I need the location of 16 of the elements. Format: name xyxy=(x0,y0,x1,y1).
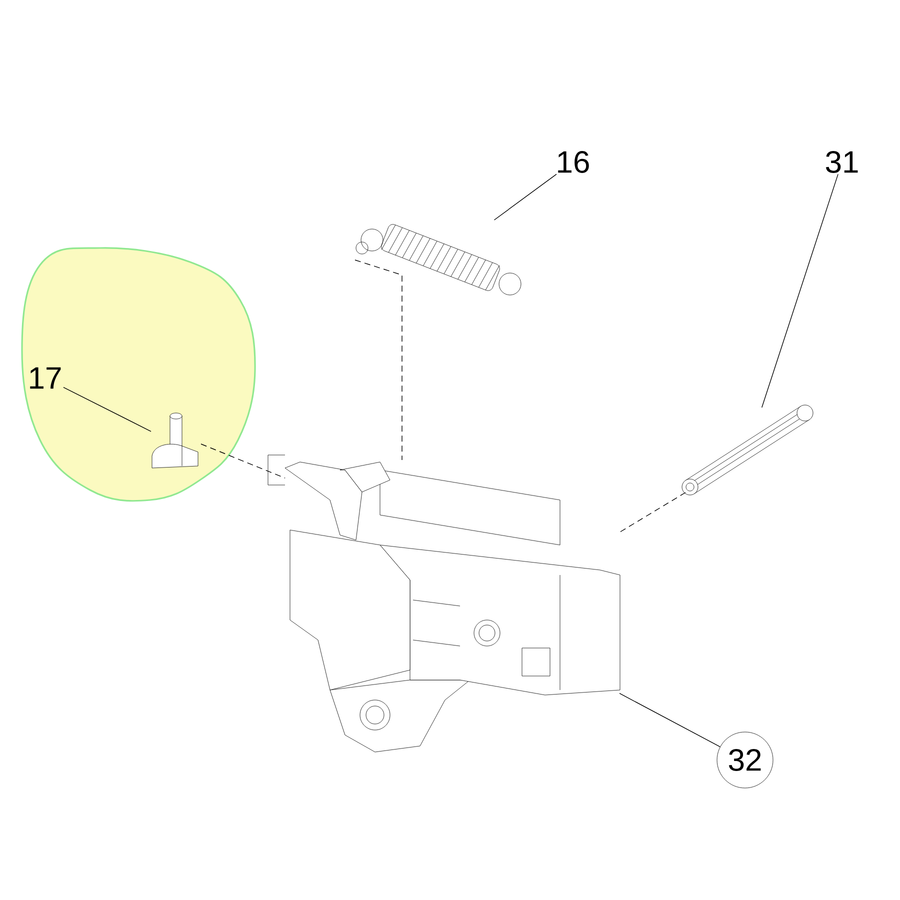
leader-line xyxy=(619,693,720,748)
leader-line xyxy=(63,386,152,432)
callout-number: 17 xyxy=(30,367,61,389)
assembly-line xyxy=(354,260,402,460)
pin-drawing xyxy=(682,404,814,496)
callout-number: 32 xyxy=(716,732,774,788)
spring-drawing xyxy=(356,224,522,296)
callout-number: 31 xyxy=(826,151,858,173)
leader-line xyxy=(762,174,838,408)
assembly-line xyxy=(620,492,686,532)
callout-number: 16 xyxy=(558,151,589,173)
housing-drawing xyxy=(268,454,620,752)
leader-line xyxy=(494,174,557,220)
screw-drawing xyxy=(152,412,198,468)
assembly-line xyxy=(200,444,286,478)
highlight-blob xyxy=(21,247,256,502)
